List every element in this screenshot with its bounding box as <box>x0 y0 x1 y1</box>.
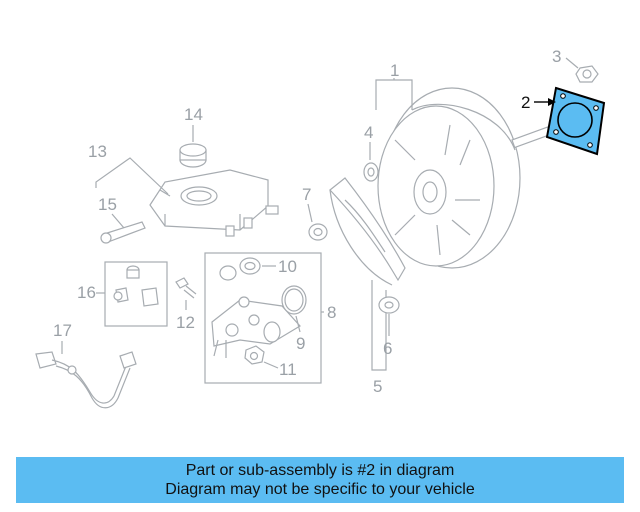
banner-line-2: Diagram may not be specific to your vehi… <box>165 481 475 498</box>
callout-2: 2 <box>521 93 556 112</box>
sensor-box-16: 16 <box>77 261 168 327</box>
svg-text:3: 3 <box>552 47 561 66</box>
sensor-cable-part-17: 17 <box>35 321 137 409</box>
banner-line-1: Part or sub-assembly is #2 in diagram <box>185 462 455 479</box>
reservoir-part-13 <box>149 169 279 237</box>
svg-text:7: 7 <box>302 185 311 204</box>
svg-text:1: 1 <box>390 61 399 80</box>
svg-text:16: 16 <box>77 283 96 302</box>
brake-booster <box>377 87 552 269</box>
svg-text:4: 4 <box>364 123 373 142</box>
svg-text:6: 6 <box>383 339 392 358</box>
grommet-part-6: 6 <box>378 296 400 358</box>
svg-text:12: 12 <box>176 313 195 332</box>
cap-part-14: 14 <box>179 105 207 168</box>
svg-text:2: 2 <box>521 93 530 112</box>
info-banner: Part or sub-assembly is #2 in diagram Di… <box>16 457 624 503</box>
gasket-part-2[interactable] <box>545 86 606 156</box>
callout-5: 5 <box>371 280 387 396</box>
callout-13: 13 <box>88 142 171 197</box>
svg-text:9: 9 <box>296 334 305 353</box>
svg-text:13: 13 <box>88 142 107 161</box>
svg-text:5: 5 <box>373 377 382 396</box>
svg-text:8: 8 <box>327 303 336 322</box>
grommet-part-7: 7 <box>302 185 328 241</box>
nut-part-3: 3 <box>552 47 599 83</box>
svg-text:11: 11 <box>279 360 297 379</box>
svg-text:15: 15 <box>98 195 117 214</box>
master-cylinder-box-8: 8 9 10 11 <box>204 252 336 384</box>
svg-text:14: 14 <box>184 105 203 124</box>
seal-part-4: 4 <box>363 123 379 182</box>
svg-text:10: 10 <box>278 257 297 276</box>
shield-part-5 <box>329 177 406 286</box>
callout-1: 1 <box>375 61 413 110</box>
parts-diagram: 1 2 3 4 7 <box>35 47 606 409</box>
svg-text:17: 17 <box>53 321 72 340</box>
pin-part-15: 15 <box>98 195 146 244</box>
screw-part-12: 12 <box>175 277 197 332</box>
